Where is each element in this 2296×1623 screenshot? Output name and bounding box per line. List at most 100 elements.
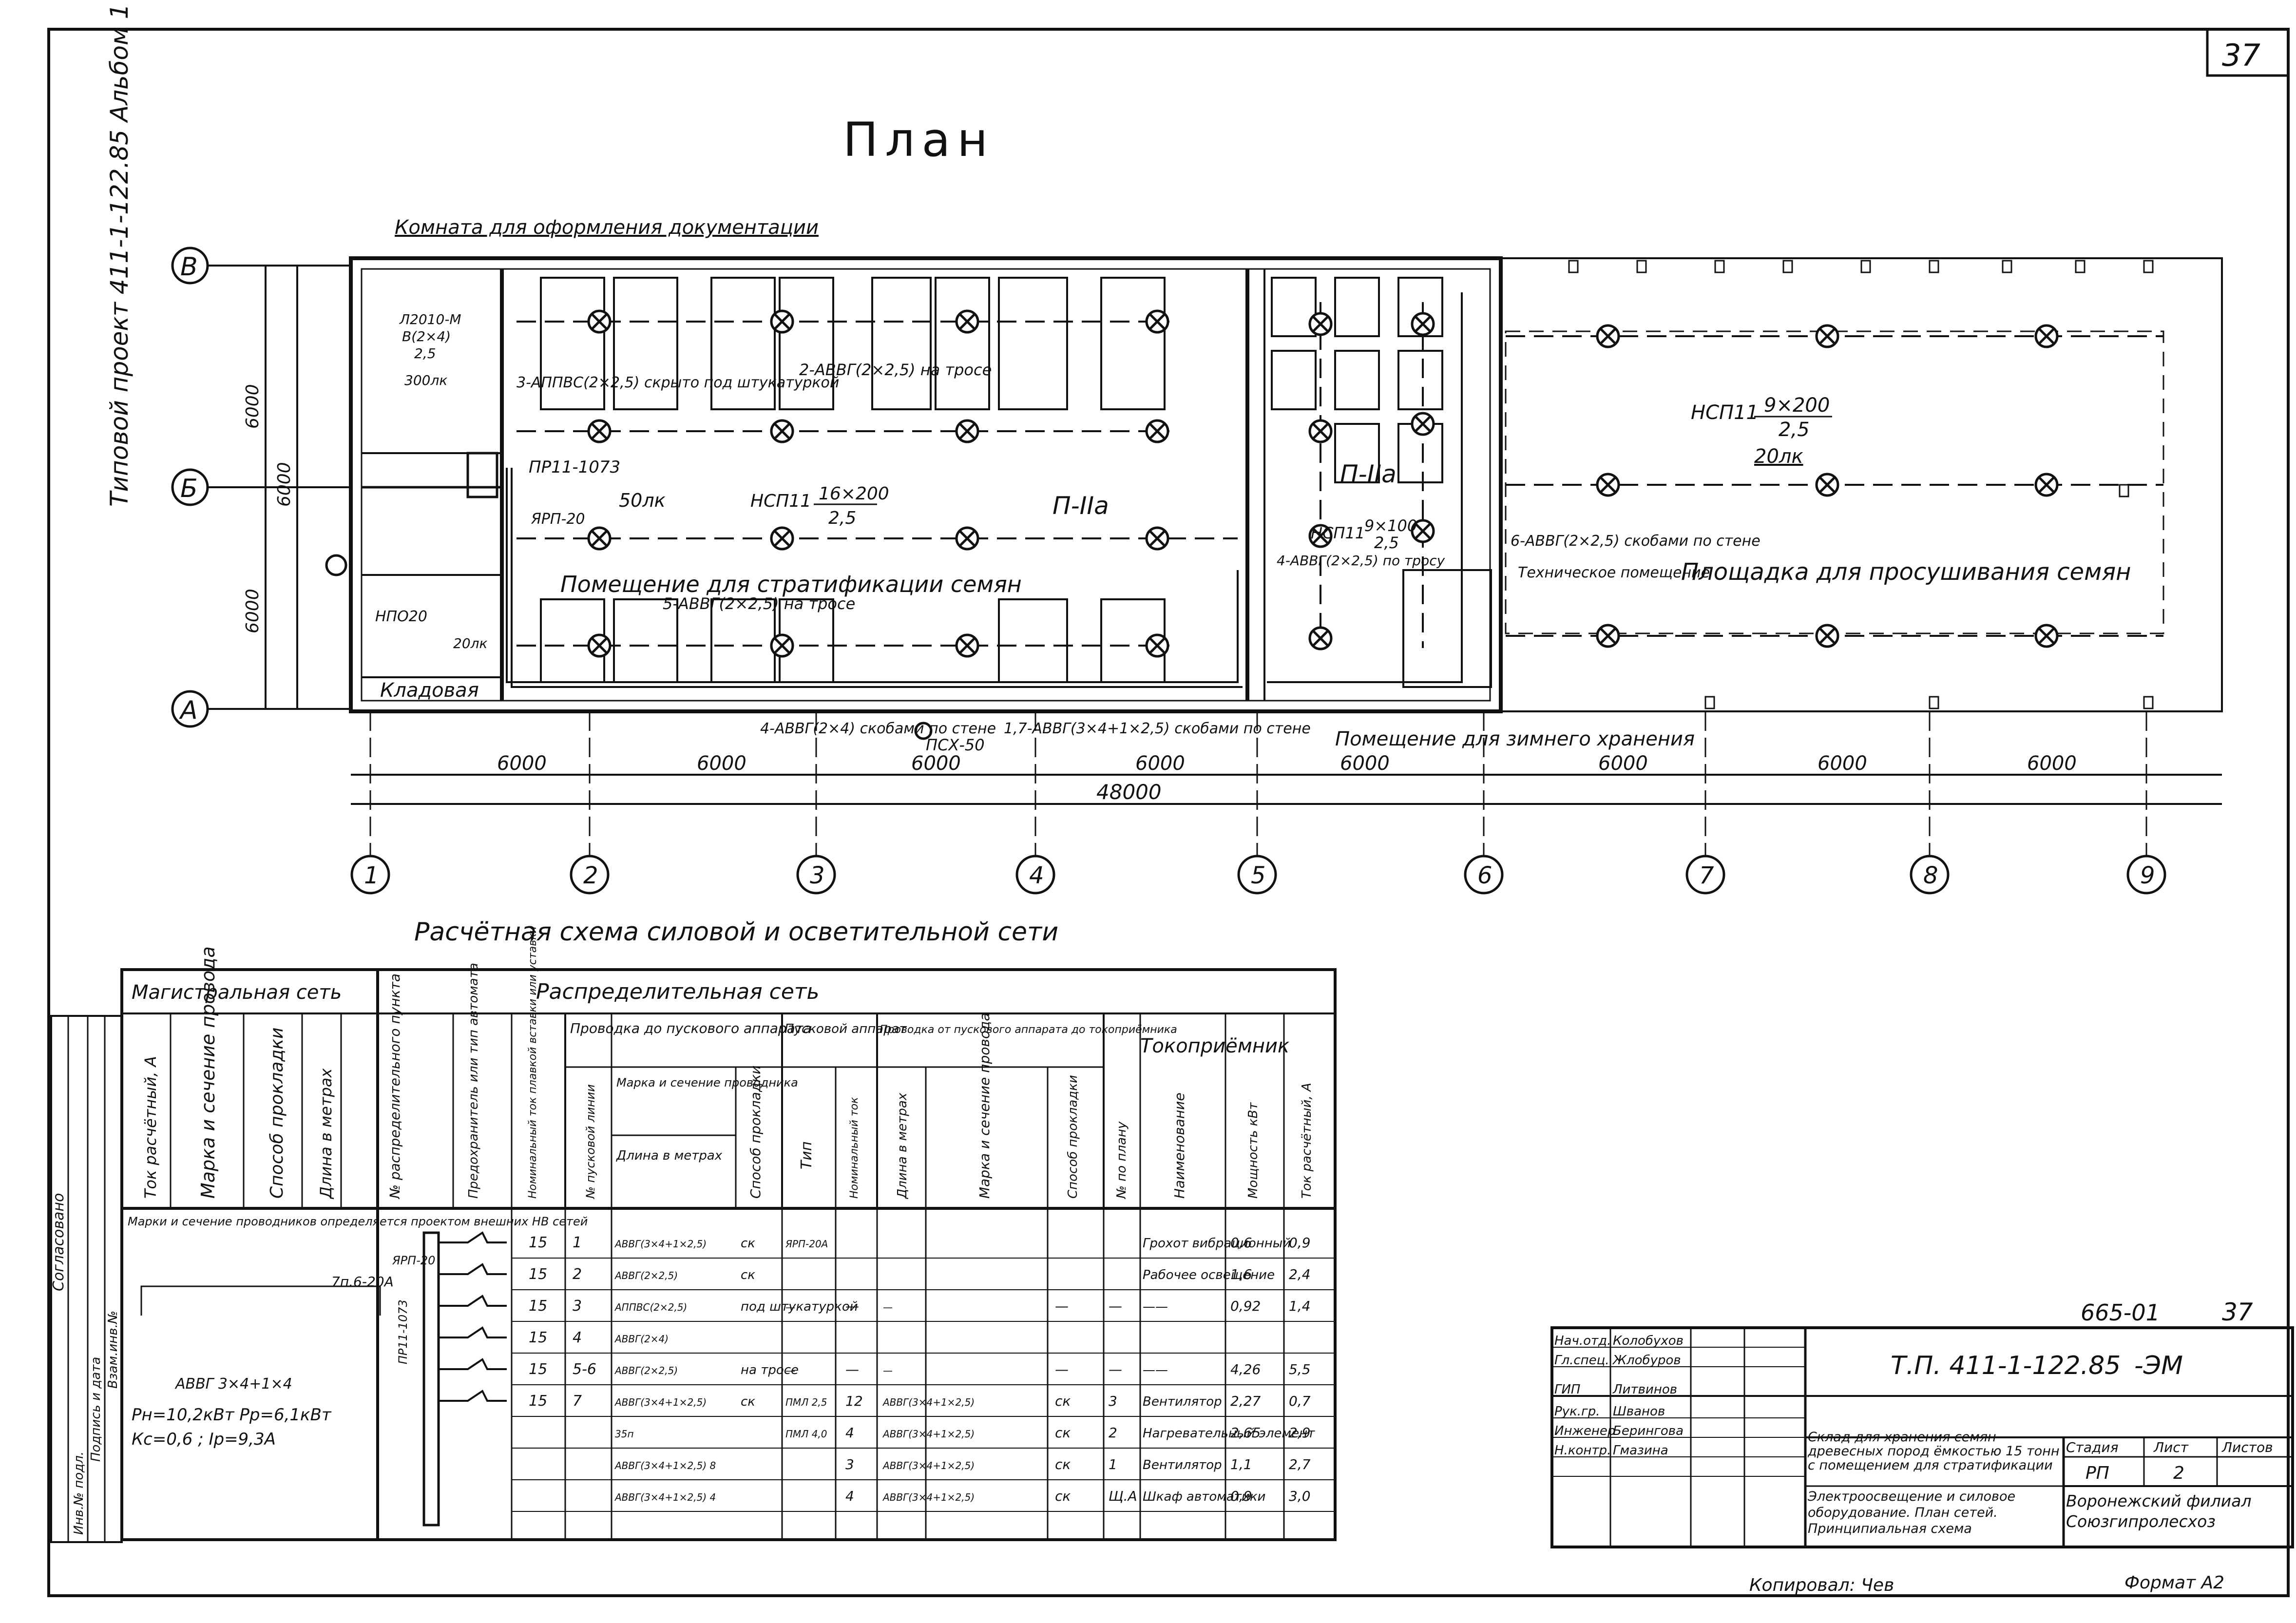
stamp-sheet-top: 37 bbox=[2222, 1298, 2253, 1326]
schema-cell-kw: 0,9 bbox=[1230, 1488, 1252, 1504]
schema-cell-cable2: АВВГ(3×4+1×2,5) bbox=[882, 1491, 975, 1503]
luminaire bbox=[1145, 526, 1169, 551]
axis-bubbles-numbers bbox=[350, 711, 2166, 895]
stamp-org-box: Воронежский филиал Союзгипролесхоз bbox=[2066, 1491, 2252, 1531]
schema-cell-cable2: — bbox=[883, 1365, 893, 1376]
left-lamp-note-1: Л2010-М bbox=[399, 311, 461, 327]
sheet-number-corner: 37 bbox=[2222, 38, 2260, 73]
schema-cell-name: Вентилятор bbox=[1143, 1458, 1222, 1472]
sub1-col-2: Длина в метрах bbox=[616, 1148, 723, 1163]
luminaire bbox=[770, 633, 794, 658]
luminaire bbox=[1308, 419, 1333, 443]
sub2-col-2: Номинальный ток bbox=[848, 1097, 861, 1199]
main-note: Марки и сечение проводников определяется… bbox=[128, 1215, 588, 1228]
luminaire bbox=[1411, 312, 1435, 336]
main-cable: АВВГ 3×4+1×4 bbox=[174, 1375, 292, 1393]
stamp-stage: РП bbox=[2086, 1463, 2109, 1483]
stamp-role-3: ГИП bbox=[1554, 1382, 1581, 1397]
luminaire bbox=[1145, 419, 1169, 443]
luminaire bbox=[770, 526, 794, 551]
lamp-note-main-type: НСП11 bbox=[750, 491, 811, 511]
col-main-4: Длина в метрах bbox=[317, 1068, 335, 1200]
schema-cell-a: 2,4 bbox=[1289, 1266, 1311, 1282]
luminaire bbox=[1815, 473, 1839, 497]
luminaire bbox=[1596, 324, 1620, 348]
dim-span-7: 6000 bbox=[1818, 752, 1867, 775]
cable-label-5: 1,7-АВВГ(3×4+1×2,5) скобами по стене bbox=[1004, 720, 1311, 737]
stamp-sheet-desc: Электроосвещение и силовое оборудование.… bbox=[1808, 1489, 2016, 1536]
stamp-role-5: Инженер bbox=[1554, 1424, 1615, 1438]
schema-cell-lay2: ск bbox=[1055, 1393, 1071, 1409]
psh-label: ПСХ-50 bbox=[926, 736, 985, 754]
yap-label: ЯРП-20 bbox=[531, 511, 585, 528]
schema-cell-fuse: 15 bbox=[529, 1361, 547, 1378]
schema-cell-name: —— bbox=[1143, 1299, 1168, 1314]
axis-number-7: 7 bbox=[1699, 862, 1714, 889]
stamp-sheet: 2 bbox=[2173, 1463, 2184, 1483]
lamp-note-drying-lux: 20лк bbox=[1754, 445, 1803, 468]
label-technical-room: Техническое помещение bbox=[1518, 564, 1710, 581]
group-main: Магистральная сеть bbox=[132, 981, 342, 1004]
lamp-note-main-fraction: 16×200 bbox=[819, 484, 889, 504]
col-main-1: Ток расчётный, А bbox=[141, 1056, 160, 1199]
schema-cell-name: —— bbox=[1143, 1363, 1168, 1377]
schema-main-body: Марки и сечение проводников определяется… bbox=[128, 1215, 588, 1449]
schema-cell-lay: ск bbox=[741, 1268, 755, 1282]
schema-cell-fuse: 15 bbox=[529, 1393, 547, 1410]
label-doc-room: Комната для оформления документации bbox=[395, 216, 819, 239]
col-main-2: Марка и сечение провода bbox=[197, 946, 219, 1199]
schema-cell-lay2: — bbox=[1055, 1298, 1069, 1314]
schema-cell-cable: АВВГ(3×4+1×2,5) 4 bbox=[614, 1491, 716, 1503]
label-stratification: Помещение для стратификации семян bbox=[560, 571, 1022, 597]
schema-cell-lay2: — bbox=[1055, 1361, 1069, 1377]
left-stamp-2: Инв.№ подл. bbox=[72, 1451, 86, 1535]
label-room-class-d: П-IIа bbox=[1340, 460, 1397, 488]
schema-cell-cable: АВВГ(2×2,5) bbox=[614, 1365, 678, 1376]
schema-cell-len2: 12 bbox=[845, 1393, 863, 1409]
schema-cell-lay: на тросе bbox=[741, 1363, 799, 1377]
stamp-role-2: Гл.спец. bbox=[1554, 1353, 1609, 1368]
luminaire bbox=[1145, 309, 1169, 334]
stamp-stage-h: Стадия bbox=[2066, 1439, 2118, 1455]
footer-format: Формат А2 bbox=[2124, 1573, 2224, 1593]
left-stamp-4: Взам.инв.№ bbox=[106, 1311, 120, 1389]
left-lamp-note-5: 20лк bbox=[453, 635, 488, 651]
lamp-note-winter-height: 2,5 bbox=[1374, 534, 1399, 552]
schema-cell-name: Вентилятор bbox=[1143, 1394, 1222, 1409]
schema-cell-cable: АВВГ(2×4) bbox=[614, 1333, 669, 1345]
schema-cell-name: Грохот вибрационный bbox=[1143, 1236, 1291, 1251]
schema-cell-fuse: 15 bbox=[529, 1266, 547, 1283]
plan-title: План bbox=[843, 113, 995, 167]
sub2-col-1: Тип bbox=[798, 1142, 815, 1169]
stamp-object-desc: Склад для хранения семян древесных пород… bbox=[1808, 1430, 2060, 1473]
racks bbox=[540, 277, 1443, 683]
luminaire bbox=[955, 633, 979, 658]
label-room-class-a: П-IIа bbox=[1052, 492, 1109, 520]
luminaire bbox=[587, 526, 612, 551]
luminaire bbox=[1815, 624, 1839, 648]
luminaire bbox=[955, 526, 979, 551]
col-dist-2: Предохранитель или тип автомата bbox=[466, 963, 481, 1199]
calc-line-1: Рн=10,2кВт Рр=6,1кВт bbox=[132, 1405, 332, 1425]
load-col-2: Наименование bbox=[1171, 1092, 1187, 1199]
schema-cell-dev: — bbox=[785, 1365, 795, 1376]
schema-cell-lay2: ск bbox=[1055, 1425, 1071, 1441]
breaker-symbol bbox=[439, 1263, 507, 1275]
left-stamp-3: Подпись и дата bbox=[89, 1357, 103, 1462]
stamp-name-6: Гмазина bbox=[1613, 1443, 1668, 1458]
axis-number-5: 5 bbox=[1251, 862, 1266, 889]
axis-number-6: 6 bbox=[1477, 862, 1492, 889]
panel-symbol bbox=[466, 452, 498, 498]
schema-cell-fuse: 15 bbox=[529, 1234, 547, 1251]
label-drying-area: Площадка для просушивания семян bbox=[1681, 558, 2131, 586]
schema-cell-line: 2 bbox=[573, 1266, 582, 1283]
psh-symbol bbox=[914, 722, 933, 740]
schema-cell-cable: АВВГ(3×4+1×2,5) bbox=[614, 1396, 707, 1408]
schema-cell-len2: — bbox=[845, 1298, 859, 1314]
schema-cell-name: Рабочее освещение bbox=[1143, 1268, 1275, 1282]
side-note: Типовой проект 411-1-122.85 Альбом 1 bbox=[105, 4, 134, 507]
stamp-org: Воронежский филиал Союзгипролесхоз bbox=[2066, 1491, 2252, 1531]
load-col-1: № по плану bbox=[1114, 1121, 1129, 1200]
